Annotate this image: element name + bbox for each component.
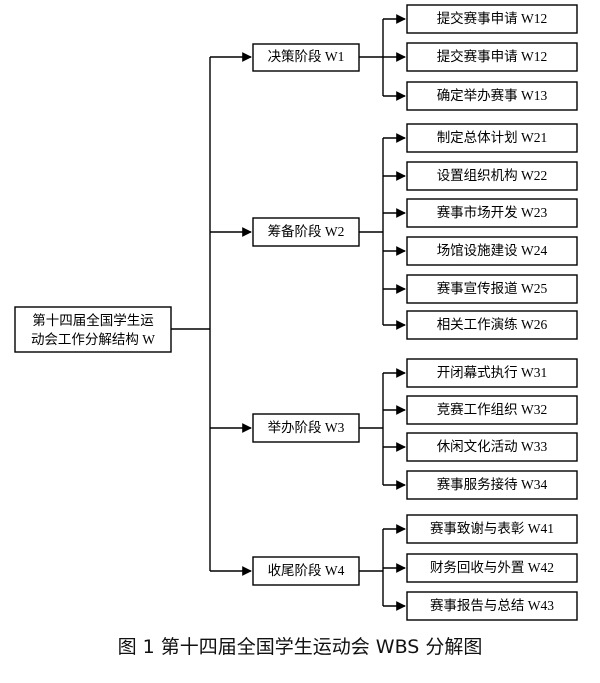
task-label: 相关工作演练 W26 xyxy=(437,317,548,332)
task-node-w42: 财务回收与外置 W42 xyxy=(406,553,578,583)
phase-node-w4: 收尾阶段 W4 xyxy=(252,556,360,586)
root-node: 第十四届全国学生运 动会工作分解结构 W xyxy=(14,306,172,353)
phase-label: 举办阶段 W3 xyxy=(268,420,345,435)
phase-node-w2: 筹备阶段 W2 xyxy=(252,217,360,247)
phase-node-w3: 举办阶段 W3 xyxy=(252,413,360,443)
task-label: 提交赛事申请 W12 xyxy=(437,10,548,26)
phase-label: 收尾阶段 W4 xyxy=(268,563,345,578)
task-node-w21: 制定总体计划 W21 xyxy=(406,123,578,153)
task-node-w24: 场馆设施建设 W24 xyxy=(406,236,578,266)
task-label: 确定举办赛事 W13 xyxy=(437,88,548,103)
task-label: 赛事服务接待 W34 xyxy=(437,476,548,492)
phase-label: 筹备阶段 W2 xyxy=(268,223,345,239)
task-label: 休闲文化活动 W33 xyxy=(437,439,548,454)
task-node-w22: 设置组织机构 W22 xyxy=(406,161,578,191)
task-node-w32: 竞赛工作组织 W32 xyxy=(406,395,578,425)
phase-node-w1: 决策阶段 W1 xyxy=(252,43,360,72)
task-label: 开闭幕式执行 W31 xyxy=(437,365,548,380)
task-node-w12a: 提交赛事申请 W12 xyxy=(406,4,578,34)
task-node-w41: 赛事致谢与表彰 W41 xyxy=(406,514,578,544)
task-node-w43: 赛事报告与总结 W43 xyxy=(406,591,578,621)
task-node-w26: 相关工作演练 W26 xyxy=(406,310,578,340)
root-label-line1: 第十四届全国学生运 xyxy=(32,312,154,328)
task-label: 提交赛事申请 W12 xyxy=(437,48,548,64)
wbs-diagram: 第十四届全国学生运 动会工作分解结构 W 决策阶段 W1 提交赛事申请 W12 … xyxy=(14,4,578,621)
task-label: 赛事致谢与表彰 W41 xyxy=(430,520,554,536)
task-node-w23: 赛事市场开发 W23 xyxy=(406,198,578,228)
task-node-w34: 赛事服务接待 W34 xyxy=(406,470,578,500)
task-label: 财务回收与外置 W42 xyxy=(430,560,554,575)
figure-caption: 图 1 第十四届全国学生运动会 WBS 分解图 xyxy=(117,636,483,658)
task-node-w31: 开闭幕式执行 W31 xyxy=(406,358,578,388)
task-node-w33: 休闲文化活动 W33 xyxy=(406,432,578,462)
task-label: 赛事宣传报道 W25 xyxy=(437,281,548,296)
root-label-line2: 动会工作分解结构 W xyxy=(31,332,155,347)
task-node-w12b: 提交赛事申请 W12 xyxy=(406,42,578,72)
task-node-w25: 赛事宣传报道 W25 xyxy=(406,274,578,304)
task-label: 设置组织机构 W22 xyxy=(437,168,548,183)
task-label: 赛事市场开发 W23 xyxy=(437,204,548,220)
task-label: 制定总体计划 W21 xyxy=(437,130,548,145)
task-node-w13: 确定举办赛事 W13 xyxy=(406,81,578,111)
task-label: 竞赛工作组织 W32 xyxy=(437,401,548,417)
phase-label: 决策阶段 W1 xyxy=(268,48,345,64)
task-label: 赛事报告与总结 W43 xyxy=(430,598,554,613)
task-label: 场馆设施建设 W24 xyxy=(437,243,548,258)
